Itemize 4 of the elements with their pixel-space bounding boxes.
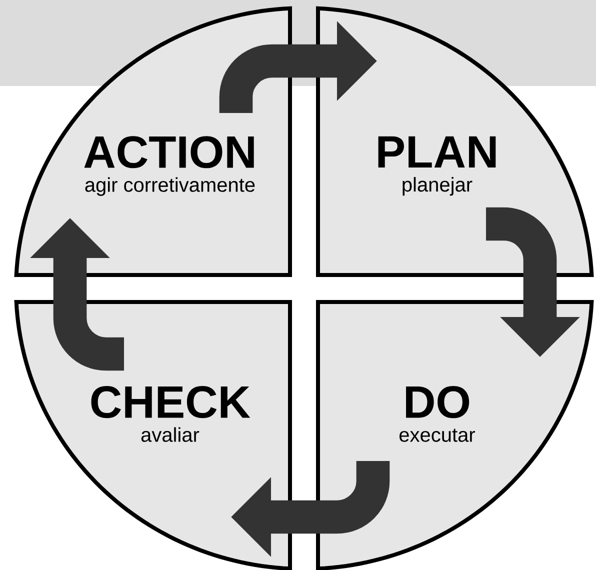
quadrant: ACTION agir corretivamente <box>14 6 292 277</box>
quadrant: CHECK avaliar <box>14 300 292 570</box>
quadrant: PLAN planejar <box>316 6 594 277</box>
quadrant: DO executar <box>316 300 594 570</box>
